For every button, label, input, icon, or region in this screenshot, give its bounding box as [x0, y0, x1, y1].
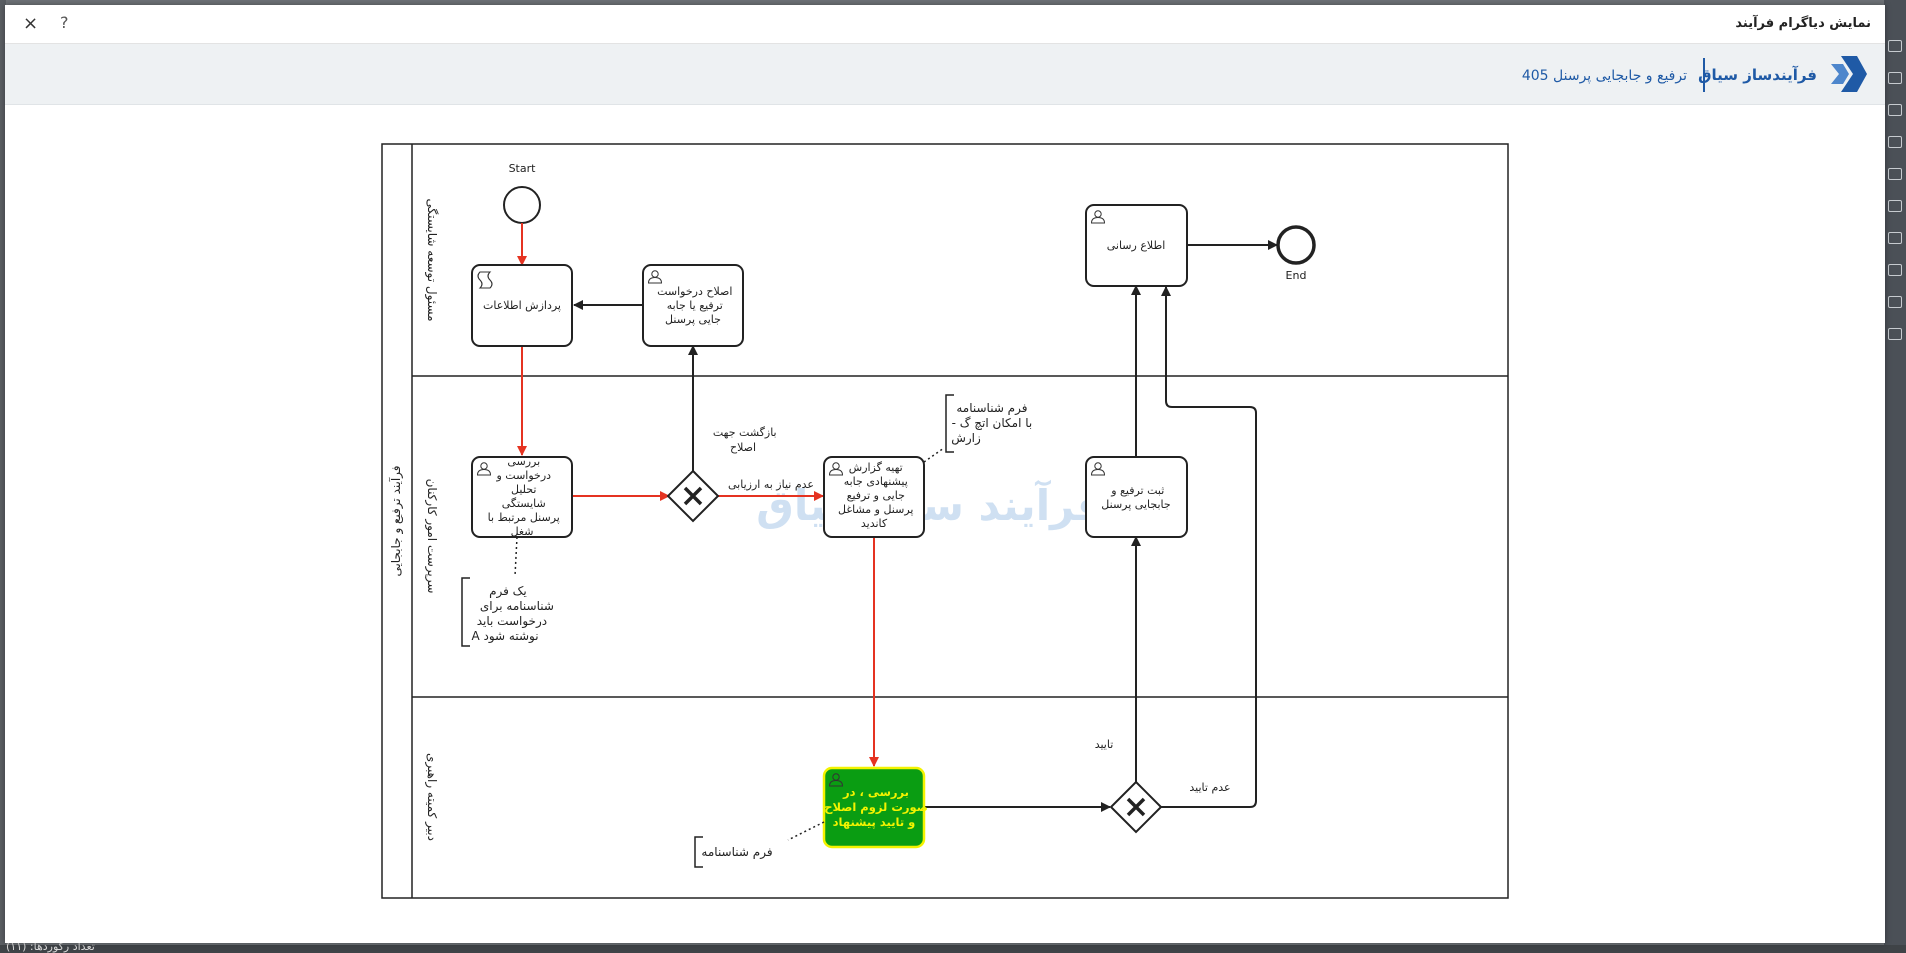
lane-label-hr-supervisor: سرپرست امور کارکنان	[424, 479, 439, 594]
start-label: Start	[509, 162, 537, 175]
task-label: پردازش اطلاعات	[483, 299, 561, 312]
flow-label-no-eval: عدم نیاز به ارزیابی	[728, 478, 814, 491]
end-label: End	[1286, 269, 1307, 282]
modal-header: × ? نمایش دیاگرام فرآیند	[5, 5, 1885, 44]
annotation-text: فرم شناسنامه	[701, 845, 772, 860]
brand-separator	[1703, 58, 1705, 92]
brand-logo-icon	[1831, 56, 1867, 92]
task-label: بررسی درخواست و تحلیل شایستگی پرسنل مرتب…	[484, 455, 560, 538]
sidebar-icon	[1888, 232, 1902, 244]
task-notify[interactable]: اطلاع رسانی	[1085, 204, 1188, 287]
annotation-form-note: یک فرم شناسنامه برای درخواست باید نوشته …	[461, 536, 554, 647]
sidebar-icon	[1888, 296, 1902, 308]
brand-name: فرآیندساز سیاق	[1698, 66, 1817, 84]
sidebar-icon	[1888, 104, 1902, 116]
sequence-flows	[517, 223, 1278, 812]
sidebar-icon	[1888, 168, 1902, 180]
close-button[interactable]: ×	[23, 13, 39, 34]
annotation-text: فرم شناسنامه با امکان اتچ گ - زارش	[948, 401, 1032, 446]
lane-label-development: مسئول توسعه شایستگی	[424, 198, 439, 321]
annotation-report-note: فرم شناسنامه با امکان اتچ گ - زارش	[923, 394, 1032, 463]
start-event[interactable]	[503, 186, 541, 224]
help-button[interactable]: ?	[60, 13, 69, 32]
sidebar-icon	[1888, 200, 1902, 212]
annotation-text: یک فرم شناسنامه برای درخواست باید نوشته …	[471, 584, 553, 644]
background-left-edge	[0, 0, 6, 953]
task-process-info[interactable]: پردازش اطلاعات	[471, 264, 573, 347]
sidebar-icon	[1888, 328, 1902, 340]
gateway-exclusive-2[interactable]	[1109, 780, 1163, 834]
pool-label: فرآیند ترفیع و جابجایی	[388, 465, 404, 576]
sidebar-icon	[1888, 136, 1902, 148]
task-label: اطلاع رسانی	[1107, 239, 1166, 252]
flow-label-return-fix: بازگشت جهت اصلاح	[709, 426, 776, 454]
script-icon	[477, 271, 493, 289]
watermark-text: فرآیند ساز سیاق	[756, 480, 1103, 531]
task-label: اصلاح درخواست ترفیع یا جابه جایی پرسنل	[654, 285, 733, 326]
task-review-request[interactable]: بررسی درخواست و تحلیل شایستگی پرسنل مرتب…	[471, 455, 573, 538]
background-record-count: تعداد رکوردها: (۱۱)	[6, 940, 95, 953]
task-register-promotion[interactable]: ثبت ترفیع و جابجایی پرسنل	[1085, 456, 1188, 538]
annotation-committee-note: فرم شناسنامه	[694, 821, 825, 868]
lane-label-committee: دبیر کمیته راهبری	[424, 753, 439, 841]
sidebar-icon	[1888, 264, 1902, 276]
diagram-modal: × ? نمایش دیاگرام فرآیند فرآیندساز سیاق …	[5, 5, 1885, 943]
brand-bar: فرآیندساز سیاق ترفیع و جابجایی پرسنل 405	[5, 44, 1885, 105]
task-committee-review-active[interactable]: بررسی ، در صورت لزوم اصلاح و تایید پیشنه…	[820, 766, 928, 849]
sidebar-icon	[1888, 40, 1902, 52]
task-label: تهیه گزارش پیشنهادی جابه جایی و ترفیع پر…	[835, 461, 914, 530]
task-label: بررسی ، در صورت لزوم اصلاح و تایید پیشنه…	[820, 785, 928, 830]
pool-border	[381, 143, 1509, 899]
sidebar-icon	[1888, 72, 1902, 84]
task-label: ثبت ترفیع و جابجایی پرسنل	[1101, 484, 1170, 511]
task-prepare-report[interactable]: تهیه گزارش پیشنهادی جابه جایی و ترفیع پر…	[823, 456, 925, 538]
flow-label-approve: تایید	[1095, 738, 1114, 751]
modal-title: نمایش دیاگرام فرآیند	[1735, 16, 1871, 31]
task-correct-request[interactable]: اصلاح درخواست ترفیع یا جابه جایی پرسنل	[642, 264, 744, 347]
gateway-exclusive-1[interactable]	[666, 469, 720, 523]
flow-label-reject: عدم تایید	[1189, 781, 1230, 794]
process-title: ترفیع و جابجایی پرسنل 405	[1521, 68, 1687, 84]
background-sidebar	[1884, 0, 1906, 953]
end-event[interactable]	[1276, 225, 1316, 265]
background-footer	[0, 945, 1906, 953]
